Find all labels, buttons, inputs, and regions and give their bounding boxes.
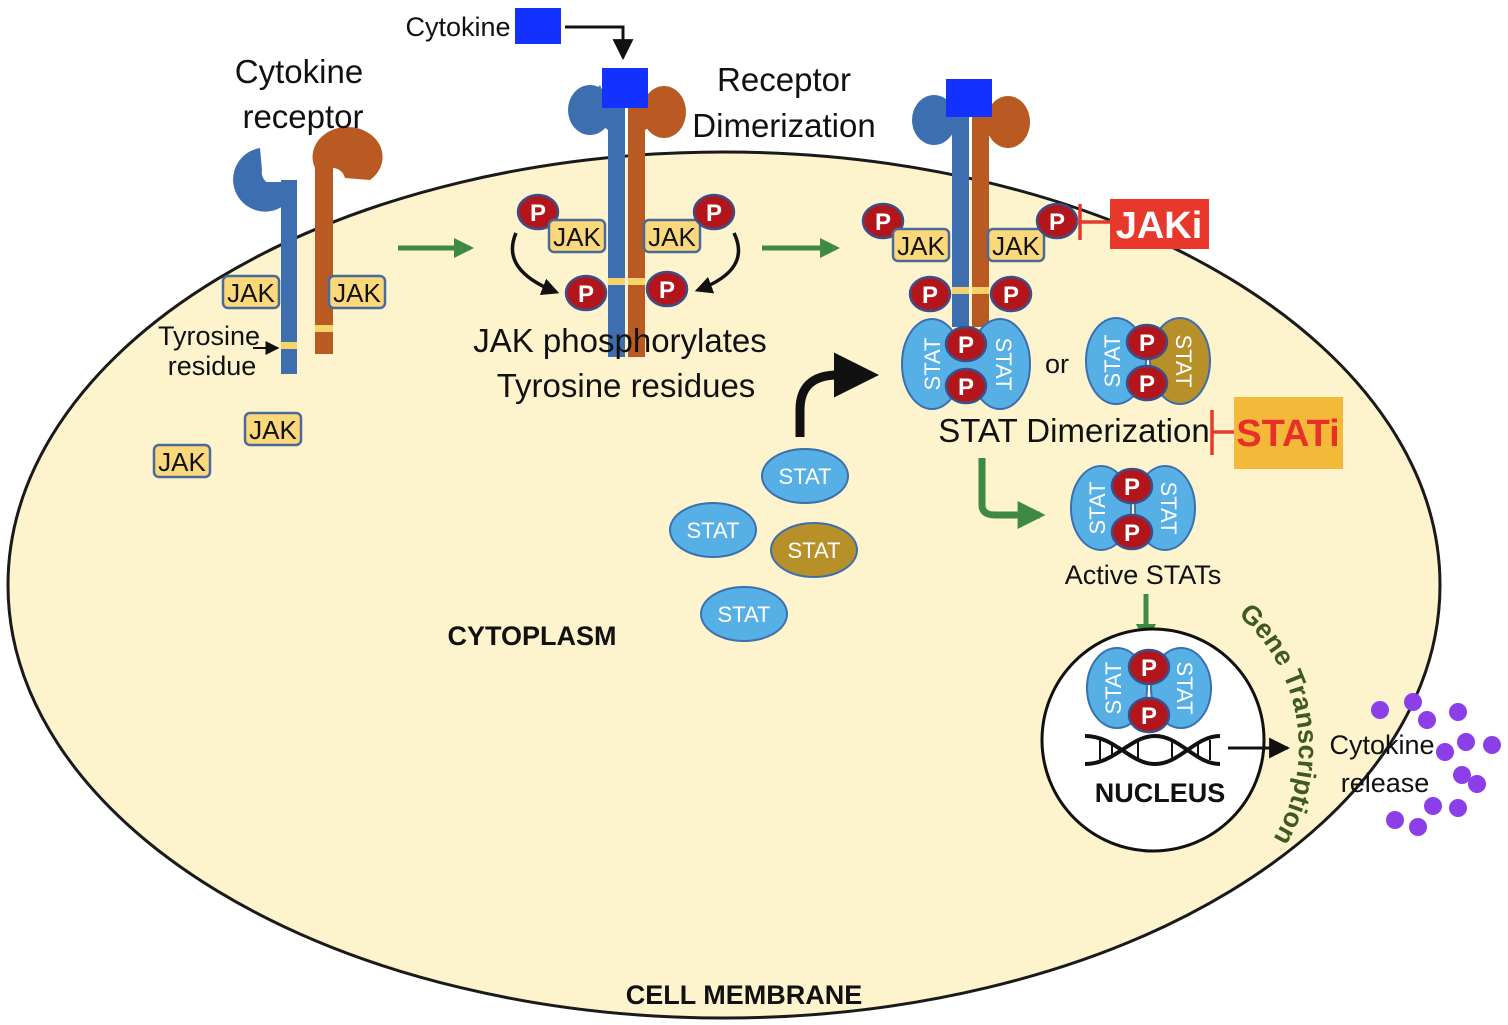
receptor-blue-stage2 xyxy=(568,85,625,357)
tyrosine-residue-label: Tyrosine xyxy=(158,321,260,351)
cytokine-square xyxy=(946,79,992,117)
svg-text:P: P xyxy=(530,200,546,227)
receptor-dimerization-label: Dimerization xyxy=(692,107,875,144)
phospho-p: P xyxy=(645,270,689,308)
svg-text:JAK: JAK xyxy=(897,231,945,261)
svg-text:P: P xyxy=(659,277,675,304)
phospho-p: P xyxy=(1035,202,1079,240)
cytokine-receptor-label: receptor xyxy=(242,98,363,135)
receptor-blue-stage1 xyxy=(233,148,297,374)
stat-dimer-hetero: STAT STAT P P xyxy=(1085,317,1211,405)
green-arrow xyxy=(978,458,1046,529)
active-stats-label: Active STATs xyxy=(1065,560,1222,590)
phospho-p: P xyxy=(908,275,952,313)
jak-chip: JAK xyxy=(243,411,303,447)
svg-text:P: P xyxy=(1139,330,1155,357)
jak-chip: JAK xyxy=(327,274,387,310)
phospho-p: P xyxy=(989,275,1033,313)
stat-monomer: STAT xyxy=(669,502,757,558)
jaki-label: JAKi xyxy=(1116,205,1203,247)
stat-dimerization-label: STAT Dimerization xyxy=(938,412,1209,449)
svg-text:P: P xyxy=(1003,282,1019,309)
phospho-p: P xyxy=(564,274,608,312)
svg-text:P: P xyxy=(706,200,722,227)
jak-phosphorylates-label: Tyrosine residues xyxy=(497,367,756,404)
svg-text:STAT: STAT xyxy=(1101,662,1126,715)
cytokine-binding-arrow xyxy=(565,25,634,61)
cytokine-release-label: Cytokine xyxy=(1329,730,1434,760)
receptor-orange-stage1 xyxy=(312,126,383,354)
active-stat-dimer: STAT STAT P P xyxy=(1070,465,1196,551)
svg-text:STAT: STAT xyxy=(920,338,945,391)
svg-text:P: P xyxy=(875,209,891,236)
svg-text:P: P xyxy=(922,282,938,309)
jak-chip: JAK xyxy=(891,227,951,263)
stati-box xyxy=(1234,397,1343,469)
jak-chip: JAK xyxy=(152,443,212,479)
svg-text:STAT: STAT xyxy=(1085,482,1110,535)
cell-membrane-label: CELL MEMBRANE xyxy=(626,980,863,1010)
svg-text:P: P xyxy=(1139,371,1155,398)
stat-monomer: STAT xyxy=(761,448,849,504)
receptor-blue-stage3 xyxy=(912,95,969,327)
stat-monomer: STAT xyxy=(770,522,858,578)
svg-text:STAT: STAT xyxy=(718,602,771,627)
svg-text:JAK: JAK xyxy=(249,415,297,445)
svg-text:STAT: STAT xyxy=(788,538,841,563)
svg-text:P: P xyxy=(578,281,594,308)
svg-text:STAT: STAT xyxy=(991,338,1016,391)
svg-text:P: P xyxy=(1124,520,1140,547)
svg-text:JAK: JAK xyxy=(158,447,206,477)
svg-text:P: P xyxy=(1124,474,1140,501)
phosphorylation-arrow xyxy=(694,232,741,294)
svg-text:JAK: JAK xyxy=(553,222,601,252)
jak-chip: JAK xyxy=(547,218,607,254)
svg-text:STAT: STAT xyxy=(1156,482,1181,535)
cytokine-label: Cytokine xyxy=(405,12,510,42)
phospho-p: P xyxy=(692,193,736,231)
cytokine-square xyxy=(515,8,561,44)
dna-helix-icon xyxy=(1084,733,1221,767)
svg-text:P: P xyxy=(1049,209,1065,236)
svg-text:STAT: STAT xyxy=(1100,335,1125,388)
receptor-orange-stage3 xyxy=(972,96,1030,327)
cytokine-square xyxy=(602,68,648,108)
svg-text:STAT: STAT xyxy=(687,518,740,543)
stati-label: STATi xyxy=(1236,413,1339,455)
or-label: or xyxy=(1045,349,1069,379)
stat-recruitment-arrow xyxy=(795,352,879,437)
jak-chip: JAK xyxy=(221,274,281,310)
cytoplasm-label: CYTOPLASM xyxy=(447,621,616,651)
svg-text:P: P xyxy=(958,332,974,359)
svg-text:JAK: JAK xyxy=(227,278,275,308)
svg-text:JAK: JAK xyxy=(648,222,696,252)
cytokine-dots xyxy=(1371,693,1501,836)
jak-chip: JAK xyxy=(642,218,702,254)
stat-dimer-homo: STAT STAT P P xyxy=(901,318,1031,410)
phosphorylation-arrow xyxy=(510,232,560,296)
jak-chip: JAK xyxy=(986,227,1046,263)
receptor-orange-stage2 xyxy=(628,86,686,357)
svg-text:P: P xyxy=(958,374,974,401)
svg-text:P: P xyxy=(1141,655,1157,682)
nucleus-label: NUCLEUS xyxy=(1095,778,1226,808)
svg-text:STAT: STAT xyxy=(1172,662,1197,715)
nuclear-stat-dimer: STAT STAT P P xyxy=(1086,647,1212,734)
phospho-p: P xyxy=(516,193,560,231)
svg-text:STAT: STAT xyxy=(1171,335,1196,388)
jak-phosphorylates-label: JAK phosphorylates xyxy=(473,322,767,359)
svg-text:JAK: JAK xyxy=(333,278,381,308)
svg-text:P: P xyxy=(1141,703,1157,730)
stat-monomer: STAT xyxy=(700,586,788,642)
receptor-dimerization-label: Receptor xyxy=(717,61,851,98)
svg-text:JAK: JAK xyxy=(992,231,1040,261)
svg-text:STAT: STAT xyxy=(779,464,832,489)
cytokine-release-label: release xyxy=(1341,768,1430,798)
jaki-box xyxy=(1110,199,1209,249)
cytokine-receptor-label: Cytokine xyxy=(235,53,363,90)
phospho-p: P xyxy=(861,202,905,240)
tyrosine-residue-label: residue xyxy=(168,351,257,381)
